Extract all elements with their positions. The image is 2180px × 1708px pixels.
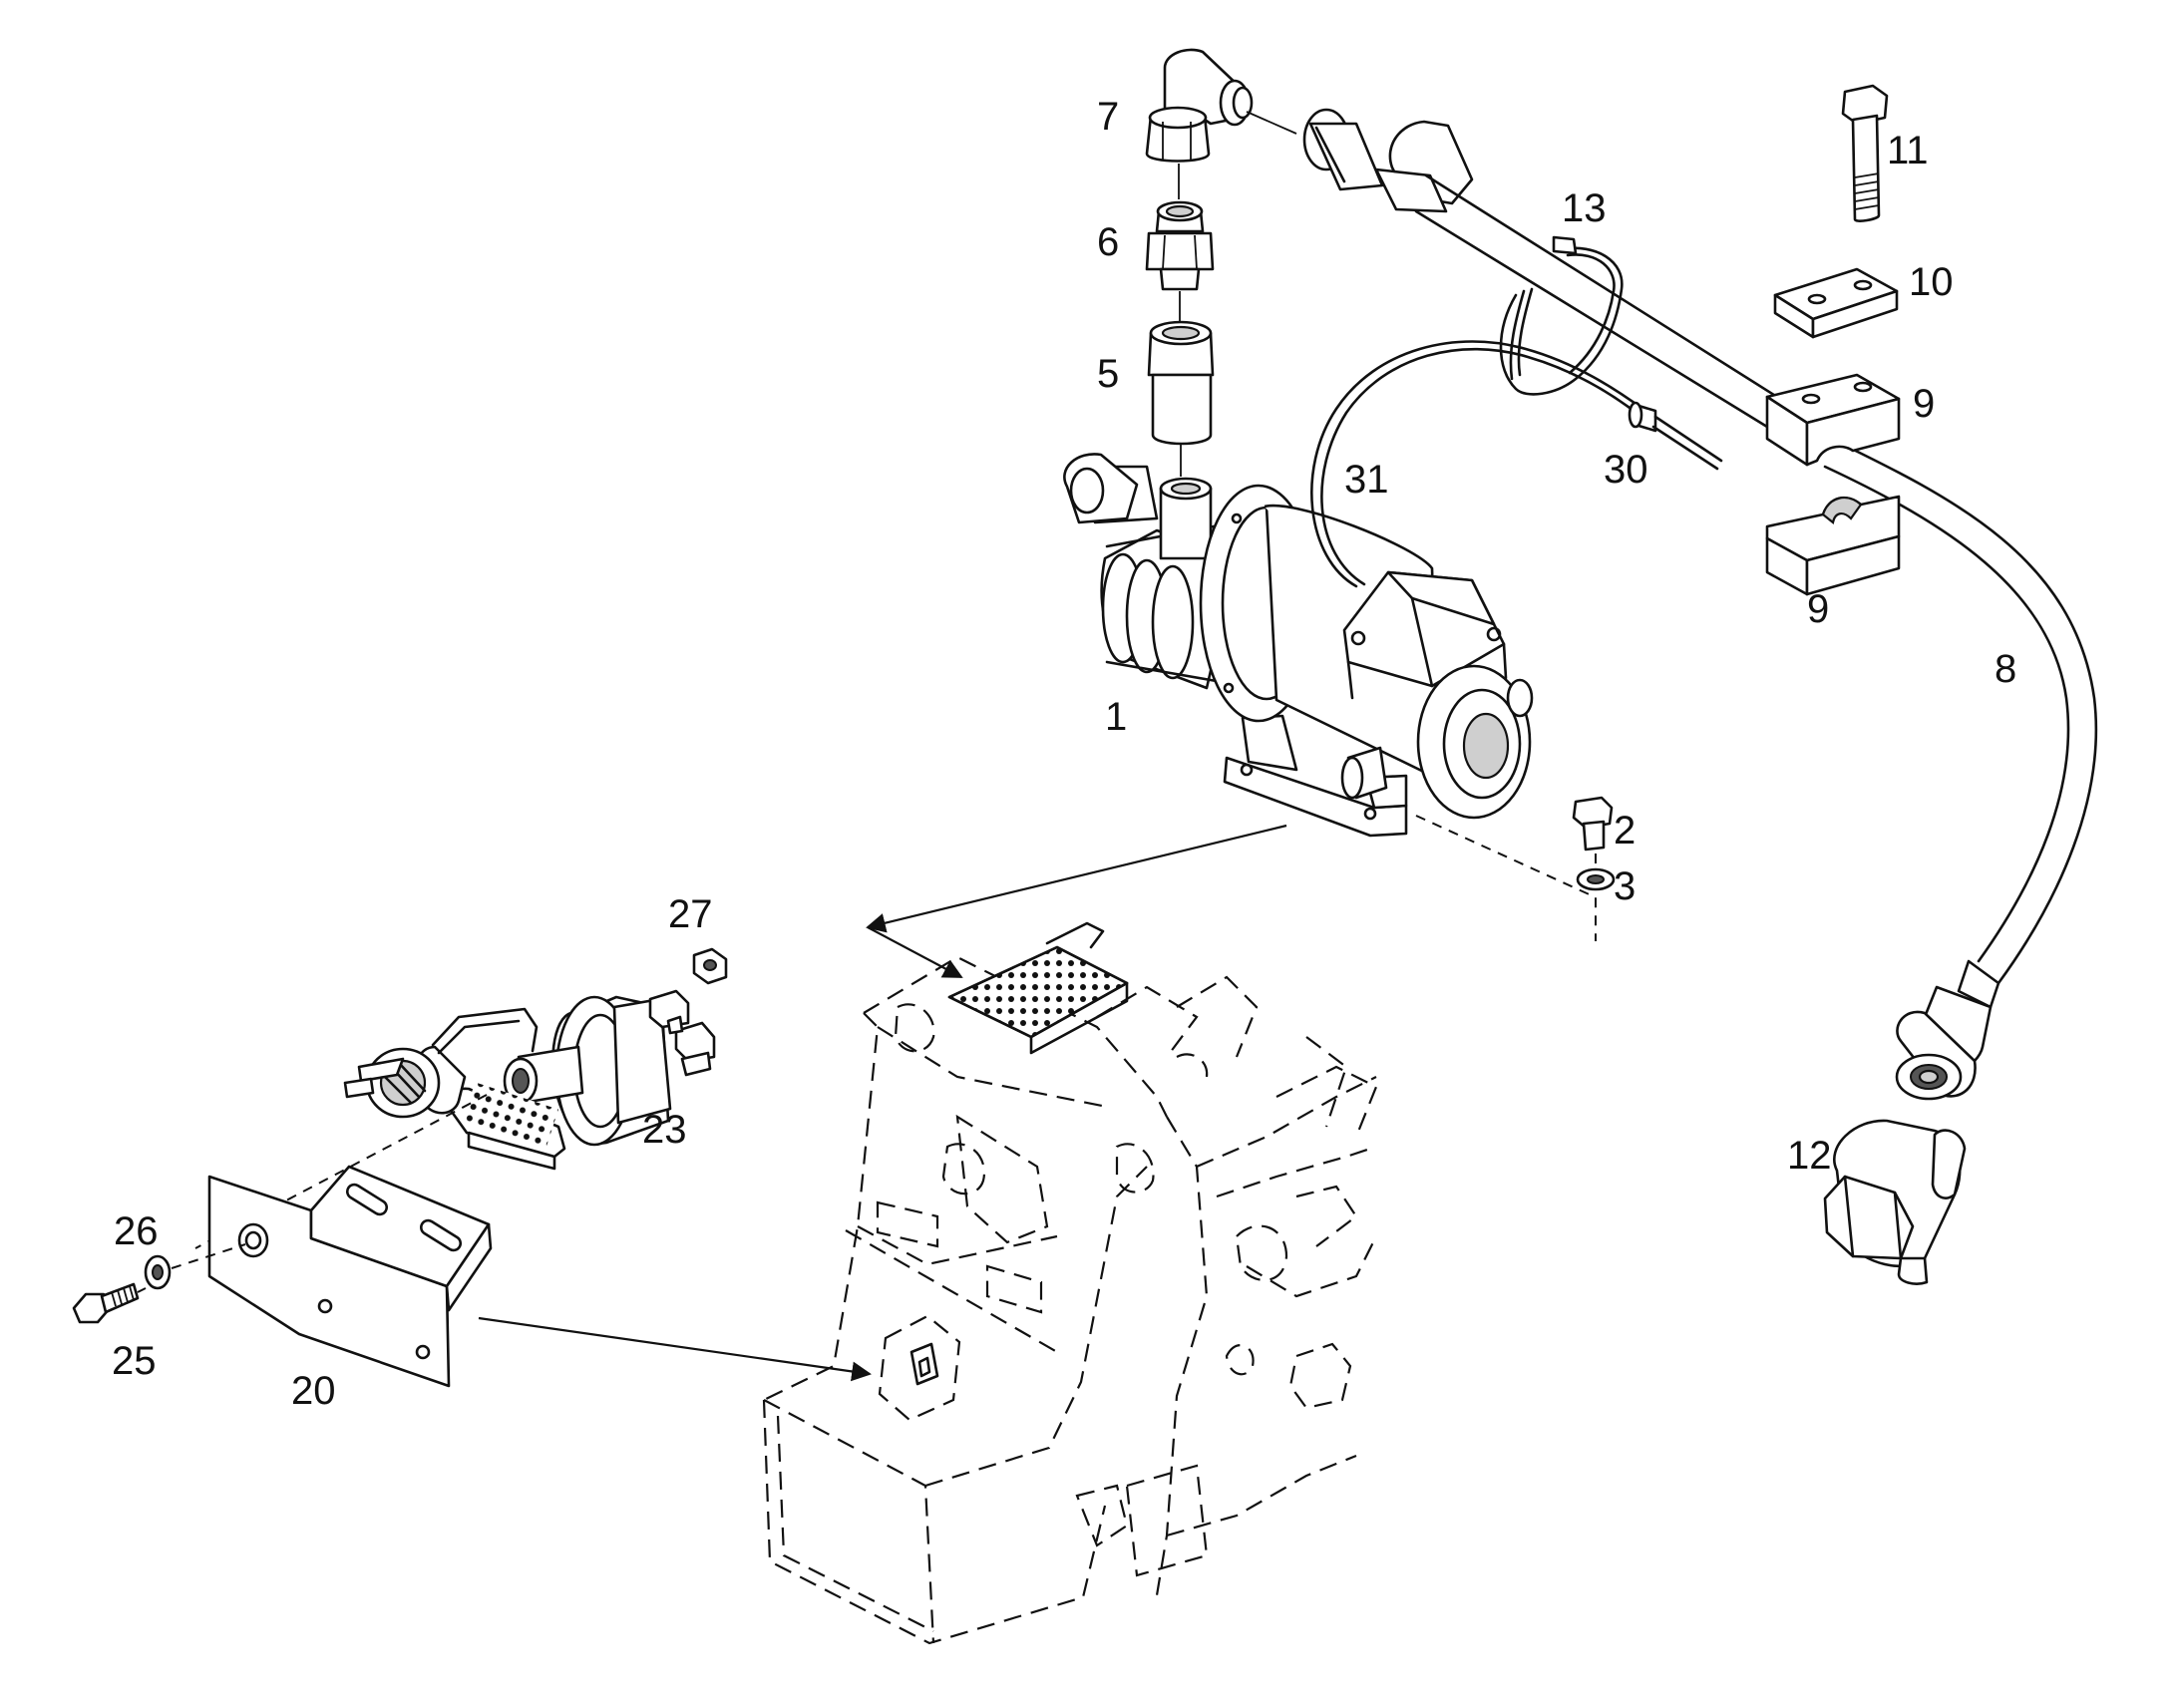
arrow-motor-to-frame-left bbox=[866, 824, 1287, 933]
callout-10: 10 bbox=[1909, 260, 1954, 304]
part-5-coupling bbox=[1147, 320, 1215, 446]
callout-13: 13 bbox=[1562, 186, 1607, 230]
arrow-bracket-to-frame bbox=[478, 1316, 872, 1382]
callout-1: 1 bbox=[1105, 695, 1127, 739]
callout-11: 11 bbox=[1887, 129, 1929, 172]
machine-frame bbox=[762, 955, 1378, 1645]
callout-6: 6 bbox=[1097, 220, 1119, 264]
leader-26-20 bbox=[171, 1243, 246, 1269]
callout-9-upper: 9 bbox=[1913, 382, 1935, 426]
callout-25: 25 bbox=[112, 1339, 157, 1383]
part-2-bolt bbox=[1572, 796, 1614, 852]
callout-31: 31 bbox=[1344, 458, 1389, 502]
arrow-motor-to-step bbox=[867, 926, 963, 978]
part-13-hose-clamp bbox=[1499, 235, 1624, 396]
callout-26: 26 bbox=[114, 1209, 159, 1253]
part-1-pump-motor bbox=[1063, 453, 1534, 838]
callout-20: 20 bbox=[291, 1369, 336, 1413]
frame-switch-cutout bbox=[878, 1314, 961, 1422]
part-7-elbow-fitting bbox=[1145, 48, 1254, 163]
part-23-battery-switch bbox=[343, 989, 716, 1171]
part-27-nut bbox=[692, 947, 728, 985]
part-31-cable bbox=[1310, 340, 1647, 588]
part-25-bolt bbox=[72, 1282, 140, 1324]
callout-12: 12 bbox=[1787, 1134, 1832, 1178]
part-20-bracket bbox=[207, 1165, 493, 1388]
callout-9-lower: 9 bbox=[1807, 587, 1829, 631]
part-6-adapter bbox=[1145, 200, 1215, 291]
leader-7-hose bbox=[1246, 111, 1297, 135]
part-9-clamp-block-lower bbox=[1765, 495, 1901, 596]
part-3-washer bbox=[1576, 867, 1616, 891]
part-31-cable-inner bbox=[1320, 347, 1643, 586]
leader-2-3-motor bbox=[1415, 815, 1597, 941]
part-9-clamp-block-upper bbox=[1765, 373, 1901, 467]
leader-25-26 bbox=[137, 1287, 147, 1293]
callout-30: 30 bbox=[1604, 448, 1648, 492]
part-12-plug bbox=[1823, 1119, 1967, 1285]
part-26-washer bbox=[144, 1254, 172, 1290]
callout-2: 2 bbox=[1614, 809, 1635, 853]
callout-23: 23 bbox=[642, 1108, 687, 1152]
callout-5: 5 bbox=[1097, 352, 1119, 396]
part-11-bolt bbox=[1841, 84, 1889, 222]
part-10-plate bbox=[1773, 267, 1899, 339]
part-8-hose bbox=[1302, 108, 2098, 1101]
callout-8: 8 bbox=[1995, 647, 2016, 691]
callout-27: 27 bbox=[668, 892, 713, 936]
part-30-connector bbox=[1628, 401, 1723, 471]
frame-step-plate bbox=[947, 921, 1129, 1055]
callout-7: 7 bbox=[1097, 95, 1119, 139]
callout-3: 3 bbox=[1614, 864, 1635, 908]
